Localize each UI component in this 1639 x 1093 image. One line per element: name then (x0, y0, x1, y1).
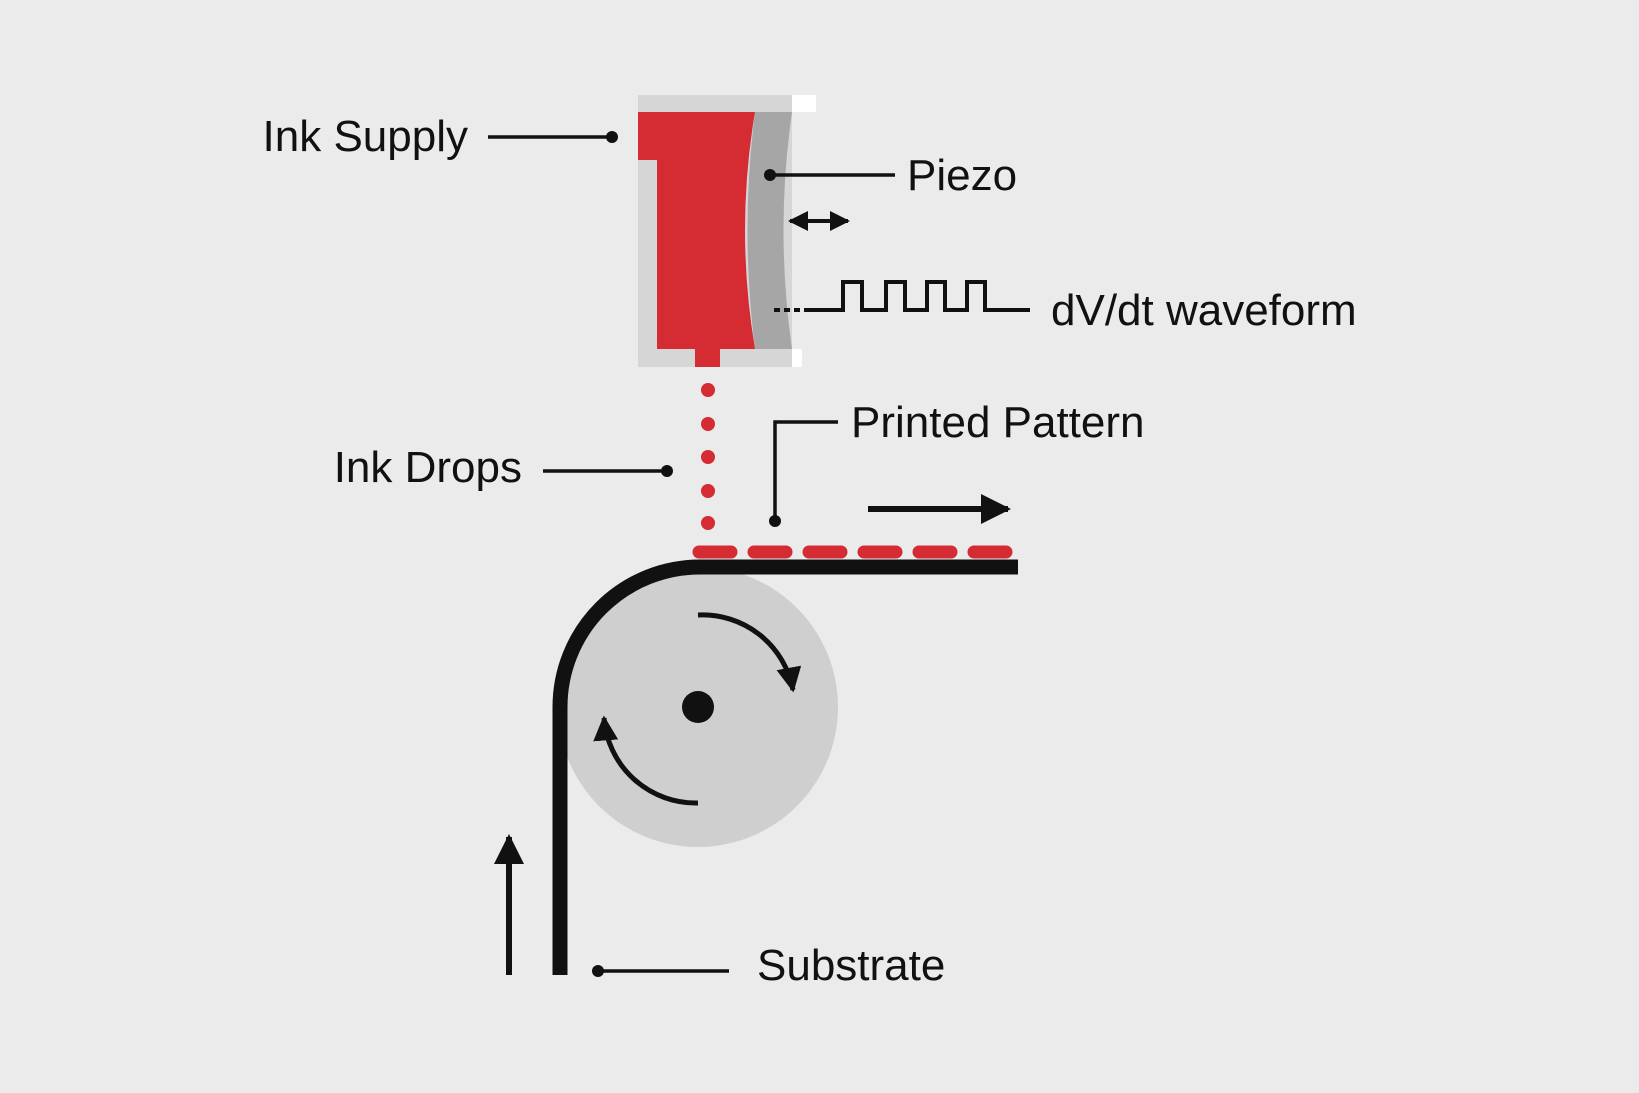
label-printed-pattern: Printed Pattern (851, 398, 1145, 447)
ink-chamber (638, 112, 755, 367)
ink-drop (701, 484, 715, 498)
piezo-element (747, 112, 792, 349)
roller (558, 567, 838, 847)
leader-dot (769, 515, 781, 527)
ink-drop (701, 417, 715, 431)
leader-dot (592, 965, 604, 977)
rotation-arrow-icon (593, 715, 699, 806)
ink-drops (701, 383, 715, 530)
label-substrate: Substrate (757, 941, 945, 990)
label-ink-supply: Ink Supply (263, 112, 468, 161)
leader-dot (661, 465, 673, 477)
ink-drop (701, 516, 715, 530)
label-ink-drops: Ink Drops (334, 443, 522, 492)
housing-notch-top (792, 95, 816, 112)
ink-drop (701, 450, 715, 464)
square-wave-icon (774, 280, 1030, 312)
housing-notch-bottom (792, 349, 802, 367)
leader-lines (488, 131, 895, 977)
roller-axle (682, 691, 714, 723)
leader-dot (606, 131, 618, 143)
label-waveform: dV/dt waveform (1051, 286, 1357, 335)
label-piezo: Piezo (907, 151, 1017, 200)
rotation-arrow-icon (697, 612, 802, 693)
leader-dot (764, 169, 776, 181)
leader-printed-pattern (773, 420, 838, 521)
ink-drop (701, 383, 715, 397)
substrate (552, 559, 1018, 975)
print-head (638, 95, 816, 367)
